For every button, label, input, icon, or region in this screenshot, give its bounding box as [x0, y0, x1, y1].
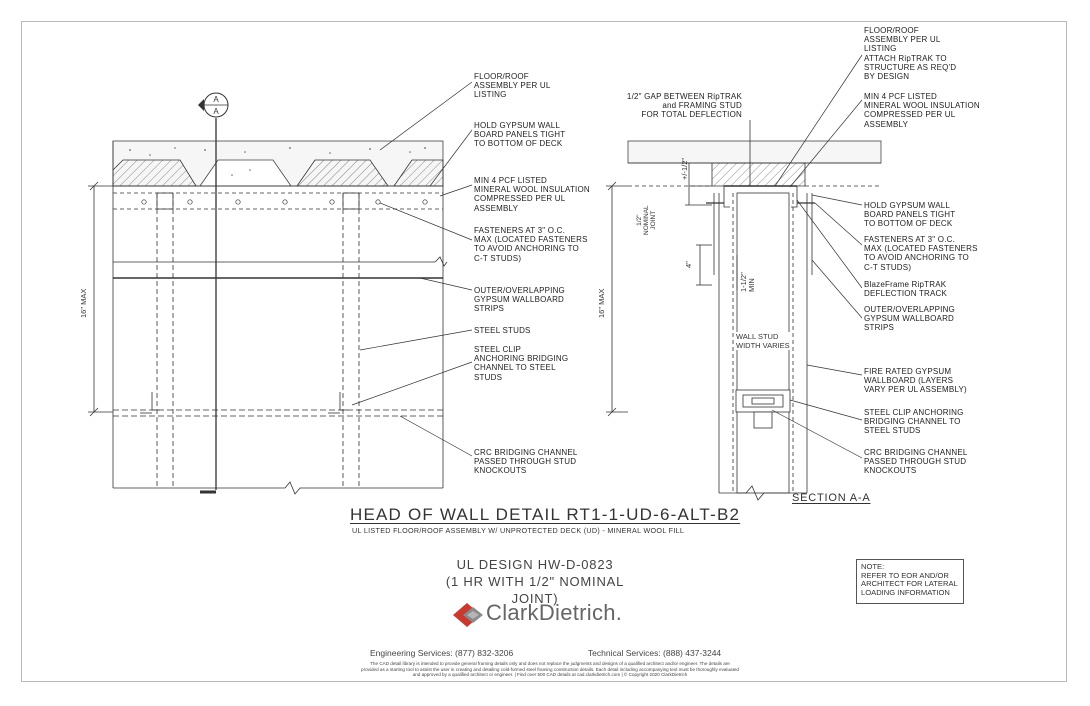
label-steel-studs: STEEL STUDS: [474, 326, 531, 335]
label-hold-gypsum-section: HOLD GYPSUM WALL BOARD PANELS TIGHT TO B…: [864, 201, 956, 229]
technical-services: Technical Services: (888) 437-3244: [587, 648, 722, 658]
section-slab: [627, 140, 882, 164]
contacts: Engineering Services: (877) 832-3206 Tec…: [370, 648, 721, 658]
dim-four-inch: 4": [684, 261, 693, 268]
right-leaders: [771, 54, 863, 459]
left-leaders: [351, 81, 473, 457]
dim-plus-minus: +/-1/2": [680, 157, 689, 180]
label-gap-note: 1/2" GAP BETWEEN RipTRAK and FRAMING STU…: [626, 92, 742, 120]
detail-subtitle: UL LISTED FLOOR/ROOF ASSEMBLY W/ UNPROTE…: [352, 526, 685, 535]
section-label: SECTION A-A: [792, 492, 871, 504]
section-marker-bottom: A: [213, 107, 219, 116]
ul-design: UL DESIGN HW-D-0823 (1 HR WITH 1/2" NOMI…: [445, 557, 625, 606]
engineering-services: Engineering Services: (877) 832-3206: [370, 648, 514, 658]
dim-16-max-right: 16" MAX: [597, 288, 606, 318]
dim-16-max-left: 16" MAX: [79, 288, 88, 318]
label-fire-rated-gypsum: FIRE RATED GYPSUM WALLBOARD (LAYERS VARY…: [864, 367, 967, 395]
dim-nominal-joint: 1/2" NOMINAL JOINT: [636, 205, 657, 235]
label-riptrak: BlazeFrame RipTRAK DEFLECTION TRACK: [864, 280, 948, 299]
drawing-sheet: [21, 21, 1067, 682]
section-view: [606, 120, 882, 501]
dim-min: 1-1/2" MIN: [739, 272, 756, 292]
label-outer-strips: OUTER/OVERLAPPING GYPSUM WALLBOARD STRIP…: [474, 286, 565, 314]
label-hold-gypsum: HOLD GYPSUM WALL BOARD PANELS TIGHT TO B…: [474, 121, 566, 149]
label-crc-channel-section: CRC BRIDGING CHANNEL PASSED THROUGH STUD…: [864, 448, 968, 476]
section-marker: A A: [198, 92, 229, 118]
label-steel-clip-section: STEEL CLIP ANCHORING BRIDGING CHANNEL TO…: [864, 408, 964, 436]
dim-wall-stud: WALL STUD WIDTH VARIES: [735, 332, 791, 350]
label-floor-roof: FLOOR/ROOF ASSEMBLY PER UL LISTING: [474, 72, 551, 100]
label-outer-strips-section: OUTER/OVERLAPPING GYPSUM WALLBOARD STRIP…: [864, 305, 955, 333]
label-mineral-wool: MIN 4 PCF LISTED MINERAL WOOL INSULATION…: [474, 176, 590, 213]
label-mineral-wool-section: MIN 4 PCF LISTED MINERAL WOOL INSULATION…: [864, 92, 980, 129]
section-marker-top: A: [213, 95, 219, 104]
note-box: NOTE: REFER TO EOR AND/OR ARCHITECT FOR …: [856, 559, 964, 604]
disclaimer: The CAD detail library is intended to pr…: [361, 661, 739, 678]
label-steel-clip: STEEL CLIP ANCHORING BRIDGING CHANNEL TO…: [474, 345, 569, 382]
label-crc-channel: CRC BRIDGING CHANNEL PASSED THROUGH STUD…: [474, 448, 578, 476]
label-fasteners: FASTENERS AT 3" O.C. MAX (LOCATED FASTEN…: [474, 226, 588, 263]
clarkdietrich-logo[interactable]: ClarkDietrich.: [486, 600, 622, 626]
label-floor-roof-section: FLOOR/ROOF ASSEMBLY PER UL LISTING ATTAC…: [864, 26, 957, 82]
clarkdietrich-logo-mark: [453, 603, 483, 627]
detail-title: HEAD OF WALL DETAIL RT1-1-UD-6-ALT-B2: [350, 505, 741, 524]
label-fasteners-section: FASTENERS AT 3" O.C. MAX (LOCATED FASTEN…: [864, 235, 978, 272]
left-elevation: [88, 118, 448, 495]
logo-text: ClarkDietrich.: [486, 600, 623, 625]
